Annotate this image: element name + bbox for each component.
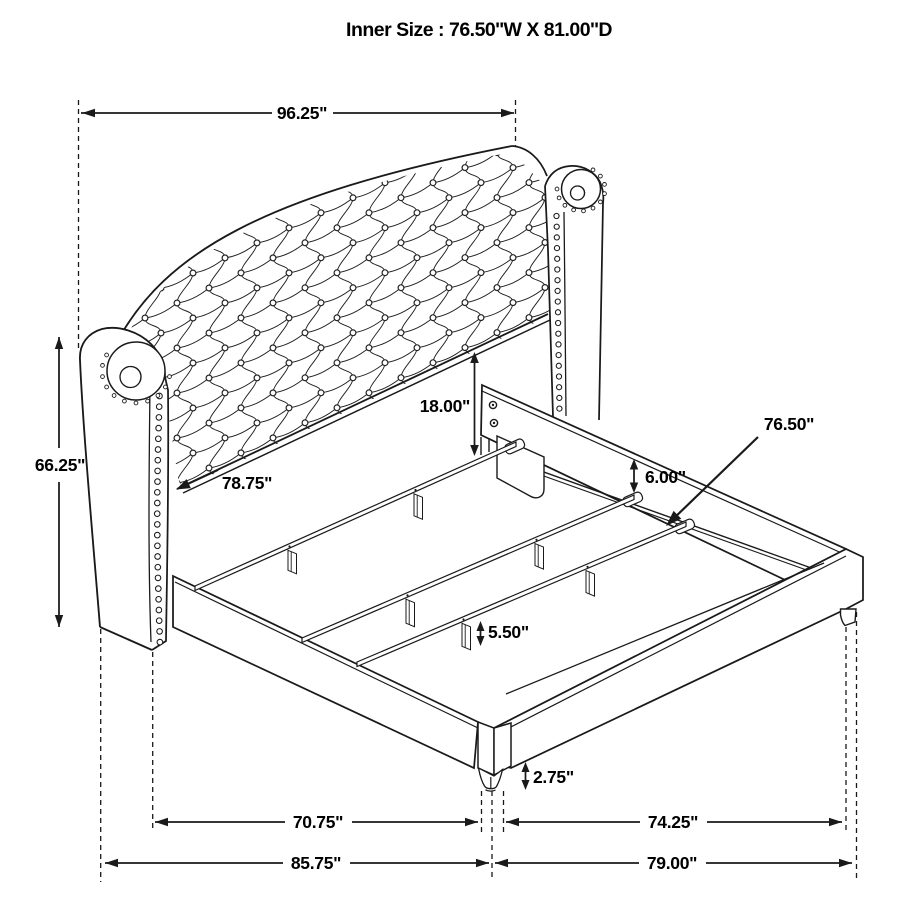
svg-text:Inner Size : 76.50''W X 81.00': Inner Size : 76.50''W X 81.00''D xyxy=(346,19,612,41)
svg-text:79.00": 79.00" xyxy=(647,853,697,873)
svg-text:5.50": 5.50" xyxy=(488,622,529,642)
svg-text:70.75": 70.75" xyxy=(293,812,343,832)
svg-text:18.00": 18.00" xyxy=(420,396,470,416)
svg-text:66.25": 66.25" xyxy=(35,455,85,475)
svg-text:85.75": 85.75" xyxy=(291,853,341,873)
svg-text:76.50": 76.50" xyxy=(764,414,814,434)
svg-text:78.75": 78.75" xyxy=(222,473,272,493)
svg-text:2.75": 2.75" xyxy=(533,767,574,787)
svg-text:96.25": 96.25" xyxy=(277,103,327,123)
svg-text:74.25": 74.25" xyxy=(648,812,698,832)
svg-text:6.00": 6.00" xyxy=(645,467,686,487)
